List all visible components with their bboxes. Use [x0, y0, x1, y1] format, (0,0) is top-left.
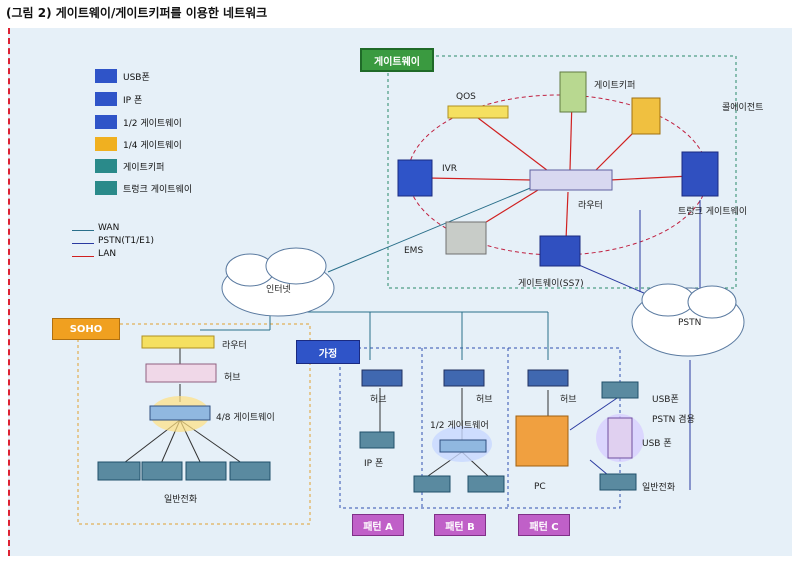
soho-region-tag: SOHO [52, 318, 120, 340]
legend-line-pstn [72, 243, 94, 244]
soho-router-label: 라우터 [222, 341, 247, 351]
usb-phone-top-device [601, 381, 639, 399]
legend-label-pstn: PSTN(T1/E1) [98, 236, 155, 246]
trunk-gw-device [681, 151, 719, 197]
legend-label-halfgw: 1/2 게이트웨이 [123, 119, 182, 129]
legend-label-trunkgw: 트렁크 게이트웨이 [123, 185, 193, 195]
usb-phone-device [607, 417, 633, 459]
hub-a-label: 허브 [370, 395, 387, 405]
qos-device [447, 105, 509, 119]
hub-c-label: 허브 [560, 395, 577, 405]
legend-label-quartergw: 1/4 게이트웨이 [123, 141, 182, 151]
usb-phone-small-label: USB폰 [652, 395, 679, 405]
legend-label-ipphone: IP 폰 [123, 96, 143, 106]
legend-swatch-usbphone [95, 69, 117, 83]
internet-label: 인터넷 [266, 285, 291, 295]
pattern-a-tag: 패턴 A [352, 514, 404, 536]
legend-swatch-halfgw [95, 115, 117, 129]
soho-region [77, 323, 311, 525]
legend-label-gatekeeper: 게이트키퍼 [123, 163, 165, 173]
call-agent-device [631, 97, 661, 135]
phone-b2-device [467, 475, 505, 493]
call-agent-label: 콜에이전트 [722, 103, 764, 113]
home-region-tag: 가정 [296, 340, 360, 364]
wan-lines [200, 183, 549, 360]
internet-cloud [221, 247, 335, 317]
legend-label-lan: LAN [98, 249, 117, 259]
legend-label-wan: WAN [98, 223, 120, 233]
gatekeeper-label: 게이트키퍼 [594, 81, 636, 91]
hub-c-device [527, 369, 569, 387]
gateway-region-tag: 게이트웨이 [360, 48, 434, 72]
soho-router-device [141, 335, 215, 349]
soho-gw-label: 4/8 게이트웨이 [216, 413, 275, 423]
gateway-region [387, 55, 737, 289]
hub-b-device [443, 369, 485, 387]
soho-phones [97, 461, 271, 481]
legend-swatch-ipphone [95, 92, 117, 106]
hub-a-device [361, 369, 403, 387]
pstn-use-label: PSTN 겸용 [652, 415, 695, 425]
gw-ss7-label: 게이트웨이(SS7) [518, 279, 584, 289]
phone-b1-device [413, 475, 451, 493]
soho-hub-device [145, 363, 217, 383]
ip-phone-device [359, 431, 395, 449]
pattern-c-tag: 패턴 C [518, 514, 570, 536]
legend-line-lan [72, 256, 94, 257]
soho-hub-label: 허브 [224, 373, 241, 383]
legend-swatch-gatekeeper [95, 159, 117, 173]
pattern-b-tag: 패턴 B [434, 514, 486, 536]
qos-label: QOS [456, 92, 476, 102]
gatekeeper-device [559, 71, 587, 113]
legend-label-usbphone: USB폰 [123, 73, 150, 83]
legend-swatch-trunkgw [95, 181, 117, 195]
ems-device [445, 221, 487, 255]
pc-label: PC [534, 482, 546, 492]
ivr-label: IVR [442, 164, 458, 174]
legend-line-wan [72, 230, 94, 231]
legend-swatch-quartergw [95, 137, 117, 151]
normal-phone-label: 일반전화 [642, 483, 676, 493]
hub-b-label: 허브 [476, 395, 493, 405]
pc-device [515, 415, 569, 467]
pstn-label: PSTN [678, 318, 702, 328]
half-gw-label: 1/2 게이트웨어 [430, 421, 489, 431]
ip-phone-label: IP 폰 [364, 459, 384, 469]
ems-label: EMS [404, 246, 424, 256]
ivr-device [397, 159, 433, 197]
router-device [529, 169, 613, 191]
figure-title: (그림 2) 게이트웨이/게이트키퍼를 이용한 네트워크 [6, 6, 268, 20]
trunk-gw-label: 트렁크 게이트웨이 [678, 207, 748, 217]
normal-phone-device [599, 473, 637, 491]
half-gw-device [439, 439, 487, 453]
soho-gw-device [149, 405, 211, 421]
gw-ss7-device [539, 235, 581, 267]
pstn-cloud [631, 283, 745, 357]
soho-phones-label: 일반전화 [164, 495, 198, 505]
usb-phone-label: USB 폰 [642, 439, 672, 449]
router-label: 라우터 [578, 201, 603, 211]
